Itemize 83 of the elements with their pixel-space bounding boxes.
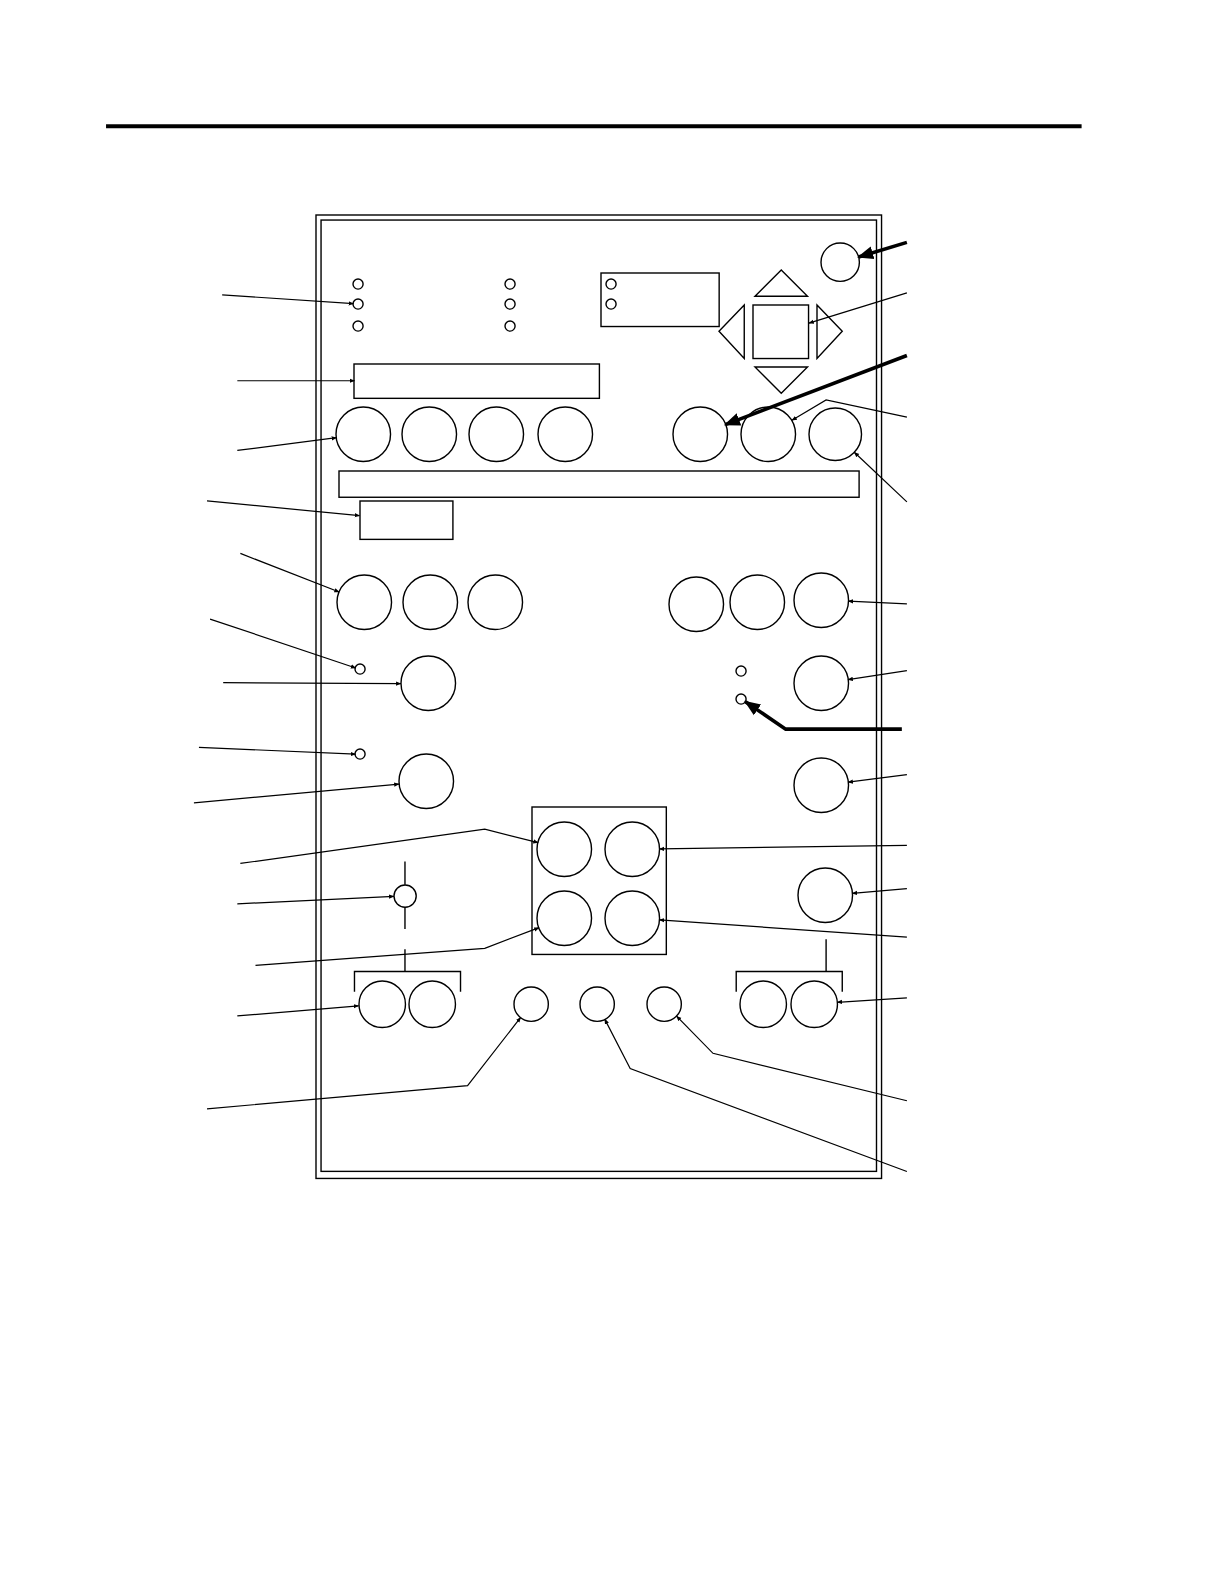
indicator-window: [598, 270, 722, 329]
leader-line: [604, 1018, 908, 1173]
round-button: [670, 404, 730, 464]
indicator-light: [351, 276, 366, 291]
round-button: [396, 752, 456, 811]
round-button: [791, 654, 851, 713]
round-button: [806, 406, 864, 463]
indicator-light: [502, 296, 518, 311]
arrow-key: [815, 302, 845, 361]
center-key: [751, 302, 811, 361]
leader-line: [209, 618, 357, 669]
leader-line: [198, 746, 357, 757]
leader-line: [851, 888, 908, 896]
leader-line: [236, 1004, 360, 1017]
round-button: [399, 404, 459, 464]
leader-line: [853, 451, 908, 503]
round-button: [512, 984, 551, 1023]
round-button: [465, 572, 525, 632]
round-button: [407, 978, 458, 1030]
round-button: [577, 984, 616, 1023]
round-button: [602, 888, 662, 948]
indicator-light: [502, 319, 518, 334]
round-button: [536, 404, 595, 464]
round-button: [535, 888, 594, 948]
indicator-light: [734, 663, 749, 678]
round-button: [398, 654, 458, 713]
leader-line: [222, 681, 402, 686]
round-button: [334, 404, 393, 464]
leader-line: [221, 294, 355, 306]
arrow-key: [753, 267, 810, 298]
leader-line: [857, 240, 908, 259]
round-button: [728, 572, 787, 632]
round-button: [795, 866, 855, 925]
panel-frame: [314, 213, 884, 1181]
leader-line: [658, 918, 908, 938]
round-button: [391, 882, 419, 909]
leader-line: [236, 894, 395, 905]
leader-line: [239, 828, 539, 865]
leader-line: [675, 1015, 908, 1102]
round-button: [535, 820, 594, 879]
indicator-light: [502, 276, 518, 291]
leader-line: [239, 552, 340, 593]
leader-line: [847, 599, 908, 605]
round-button: [602, 820, 662, 879]
round-button: [400, 572, 460, 632]
round-button: [819, 241, 862, 284]
indicator-light: [353, 747, 368, 762]
round-button: [645, 984, 684, 1023]
leader-line: [236, 378, 356, 383]
arrow-key: [717, 302, 747, 361]
key-group-frame: [530, 804, 669, 957]
leader-line: [236, 436, 338, 452]
round-button: [335, 572, 394, 632]
leader-line: [658, 844, 908, 851]
round-button: [466, 404, 526, 464]
leader-line: [791, 399, 908, 421]
leader-line: [836, 997, 908, 1005]
label-plate: [357, 498, 455, 542]
round-button: [666, 574, 726, 634]
leader-line: [847, 669, 908, 681]
display-window: [352, 361, 602, 400]
leader-line: [206, 1016, 522, 1110]
leader-line: [744, 700, 902, 731]
leader-line: [206, 500, 361, 518]
round-button: [788, 978, 840, 1030]
indicator-light: [734, 691, 749, 706]
round-button: [739, 404, 798, 464]
round-button: [356, 978, 407, 1030]
leader-line: [847, 774, 908, 784]
round-button: [791, 570, 851, 630]
indicator-light: [351, 319, 366, 334]
strip-bar: [337, 468, 862, 499]
indicator-light: [351, 296, 366, 311]
leader-line: [254, 927, 540, 967]
indicator-light: [603, 276, 618, 291]
leader-line: [808, 292, 908, 324]
indicator-light: [603, 296, 618, 311]
indicator-light: [353, 662, 368, 677]
round-button: [738, 978, 789, 1030]
leader-line: [193, 782, 400, 804]
arrow-key: [753, 364, 810, 395]
leader-line: [723, 353, 908, 427]
round-button: [791, 756, 851, 815]
